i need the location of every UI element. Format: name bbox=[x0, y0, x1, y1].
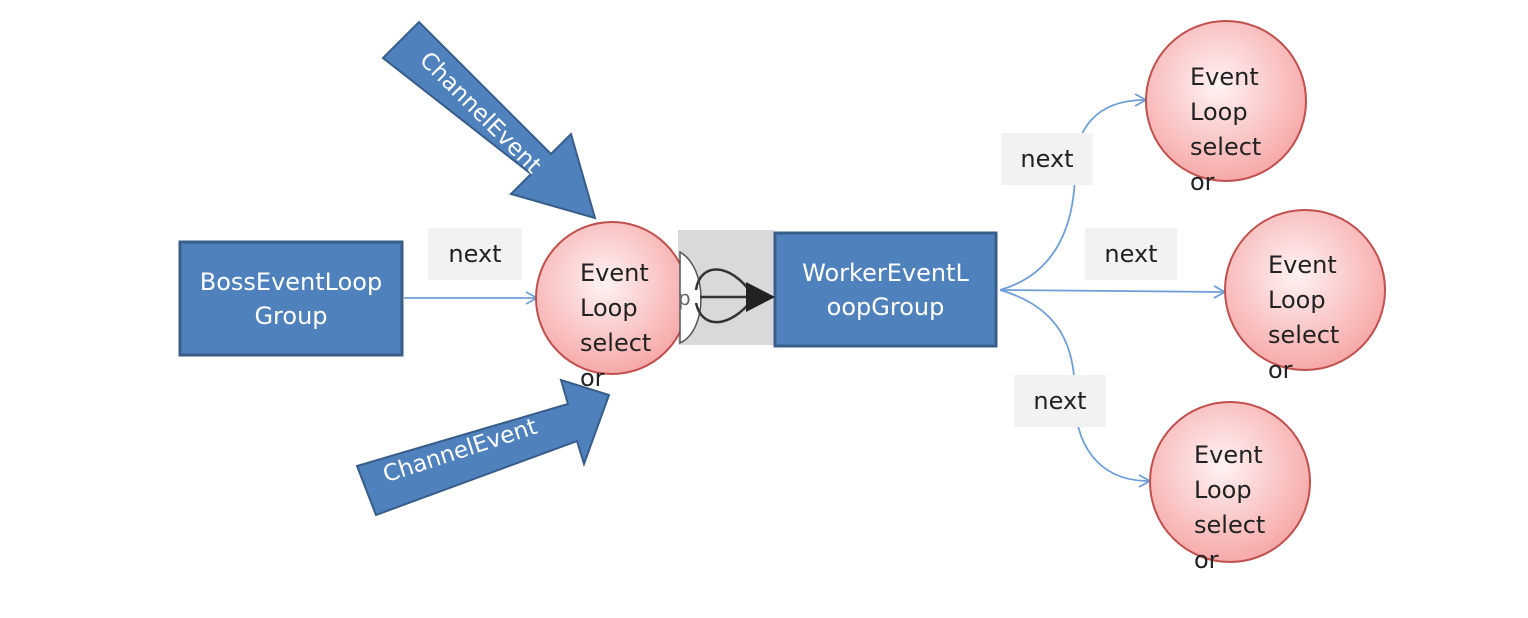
loop-curve-upper bbox=[694, 268, 754, 295]
loop-overlay-letter: p bbox=[678, 286, 691, 310]
worker-top-line-2: Loop bbox=[1190, 98, 1248, 126]
boss-group-label: BossEventLoop Group bbox=[180, 242, 402, 355]
channel-event-arrow-top bbox=[381, 20, 597, 220]
boss-group-line-1: BossEventLoop bbox=[199, 267, 383, 296]
worker-middle-line-4: or bbox=[1268, 356, 1293, 384]
worker-event-loop-bottom-label: Event Loop select or bbox=[1194, 438, 1265, 578]
worker-event-loop-middle-circle bbox=[1224, 209, 1386, 371]
channel-event-arrow-bottom bbox=[355, 378, 611, 517]
worker-group-box bbox=[773, 231, 998, 348]
worker-top-line-3: select bbox=[1190, 133, 1262, 161]
worker-group-label: WorkerEventL oopGroup bbox=[775, 233, 996, 346]
loop-curve-lower bbox=[694, 299, 753, 324]
worker-group-line-1: WorkerEventL bbox=[802, 258, 969, 287]
worker-bottom-line-4: or bbox=[1194, 546, 1219, 574]
boss-event-loop-label: Event Loop select or bbox=[580, 256, 651, 396]
edge-label-worker-bottom-next: next bbox=[1014, 375, 1106, 427]
worker-group-line-2: oopGroup bbox=[826, 292, 945, 321]
worker-bottom-line-3: select bbox=[1194, 511, 1266, 539]
worker-middle-line-1: Event bbox=[1268, 251, 1337, 279]
worker-middle-line-2: Loop bbox=[1268, 286, 1326, 314]
worker-bottom-line-2: Loop bbox=[1194, 476, 1252, 504]
worker-top-line-1: Event bbox=[1190, 63, 1259, 91]
boss-group-box bbox=[178, 240, 404, 357]
boss-loop-line-1: Event bbox=[580, 259, 649, 287]
worker-to-loop-middle-connector bbox=[999, 285, 1227, 299]
worker-event-loop-top-label: Event Loop select or bbox=[1190, 60, 1261, 200]
loop-lens bbox=[679, 250, 702, 345]
edge-label-worker-middle-next: next bbox=[1085, 228, 1177, 280]
edge-label-worker-top-next: next bbox=[1001, 133, 1093, 185]
worker-event-loop-middle-label: Event Loop select or bbox=[1268, 248, 1339, 388]
boss-group-line-2: Group bbox=[254, 301, 328, 330]
worker-middle-line-3: select bbox=[1268, 321, 1340, 349]
boss-loop-line-4: or bbox=[580, 364, 605, 392]
loop-arrowhead bbox=[746, 282, 775, 312]
boss-loop-line-3: select bbox=[580, 329, 652, 357]
boss-loop-line-2: Loop bbox=[580, 294, 638, 322]
edge-label-boss-next: next bbox=[428, 228, 522, 280]
worker-event-loop-top-circle bbox=[1145, 20, 1307, 182]
worker-event-loop-bottom-circle bbox=[1149, 401, 1311, 563]
worker-bottom-line-1: Event bbox=[1194, 441, 1263, 469]
worker-top-line-4: or bbox=[1190, 168, 1215, 196]
